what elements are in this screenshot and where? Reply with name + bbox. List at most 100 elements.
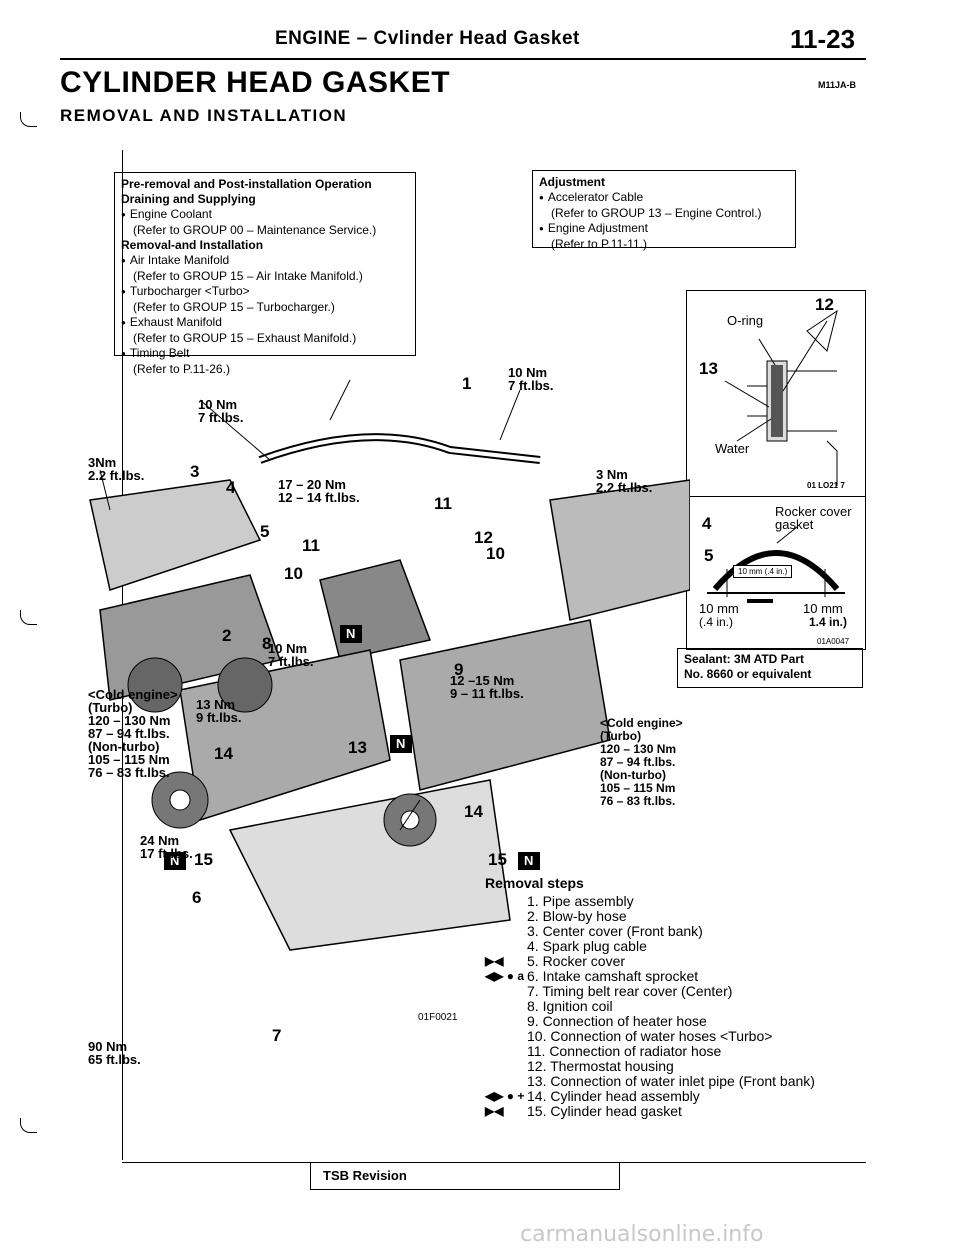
callout-number: 4 (702, 514, 712, 533)
rocker-inset-code: 01A0047 (817, 637, 850, 646)
step-text: 6. Intake camshaft sprocket (527, 968, 699, 984)
n-badge: N (396, 736, 406, 751)
callout-number: 11 (434, 494, 452, 513)
removal-step: ▶◀ 5. Rocker cover (485, 954, 865, 969)
binder-mark (20, 1118, 37, 1133)
exploded-engine-illustration (89, 379, 690, 951)
callout-number: 9 (454, 660, 464, 679)
binder-mark (20, 610, 37, 625)
removal-steps-title: Removal steps (485, 875, 584, 891)
callout-number: 14 (464, 802, 483, 821)
callout-12: 12 (815, 295, 834, 314)
inset-code: 01 LO21 7 (807, 481, 845, 490)
callout-number: 15 (488, 850, 507, 869)
callout-number: 3 (190, 462, 200, 481)
step-text: 5. Rocker cover (527, 953, 626, 969)
step-text: 10. Connection of water hoses <Turbo> (527, 1028, 773, 1044)
page-title: CYLINDER HEAD GASKET (60, 66, 451, 99)
callout-number: 5 (260, 522, 270, 541)
rocker-gasket-label: Rocker cover gasket (775, 504, 852, 532)
figure-code: 01F0021 (418, 1012, 458, 1023)
dim-right-in: 1.4 in.) (809, 615, 848, 629)
removal-step: 13. Connection of water inlet pipe (Fron… (485, 1074, 865, 1089)
callout-number: 10 (486, 544, 505, 563)
n-badge: N (524, 853, 534, 868)
removal-step: 4. Spark plug cable (485, 939, 865, 954)
removal-step: 10. Connection of water hoses <Turbo> (485, 1029, 865, 1044)
step-mark: ▶◀ (485, 954, 504, 968)
step-text: 1. Pipe assembly (527, 893, 634, 909)
dim-right: 10 mm (803, 601, 843, 616)
callout-number: 1 (462, 374, 472, 393)
section-title: ENGINE – Cvlinder Head Gasket (275, 28, 580, 49)
tsb-revision-box: TSB Revision (310, 1162, 620, 1190)
removal-step: ▶◀15. Cylinder head gasket (485, 1104, 865, 1119)
callout-number: 12 (474, 528, 493, 547)
n-badge: N (346, 626, 356, 641)
step-text: 12. Thermostat housing (527, 1058, 674, 1074)
step-mark: ◀▶ ● a (485, 969, 525, 983)
removal-step: 3. Center cover (Front bank) (485, 924, 865, 939)
removal-step: 11. Connection of radiator hose (485, 1044, 865, 1059)
callout-number: 13 (348, 738, 367, 757)
water-label: Water (715, 441, 750, 456)
step-text: 8. Ignition coil (527, 998, 613, 1014)
callout-13: 13 (699, 359, 718, 378)
removal-step: 9. Connection of heater hose (485, 1014, 865, 1029)
pre-removal-box: Pre-removal and Post-installation Operat… (114, 172, 416, 376)
binder-mark (20, 112, 37, 127)
callout-number: 5 (704, 546, 714, 565)
callout-number: 7 (272, 1026, 282, 1045)
watermark: carmanualsonline.info (520, 1222, 764, 1247)
inset-rocker-figure: Rocker cover gasket 10 mm (.4 in.) 10 mm… (686, 496, 866, 650)
oring-drawing (724, 309, 838, 486)
callout-number: 10 (284, 564, 303, 583)
page-number: 11-23 (790, 24, 856, 54)
removal-step: 8. Ignition coil (485, 999, 865, 1014)
page-subtitle: REMOVAL AND INSTALLATION (60, 106, 348, 125)
step-text: 11. Connection of radiator hose (527, 1043, 722, 1059)
callout-number: 11 (302, 536, 320, 555)
n-badge: N (170, 853, 180, 868)
removal-step: ◀▶ ● +14. Cylinder head assembly (485, 1089, 865, 1104)
step-text: 13. Connection of water inlet pipe (Fron… (527, 1073, 815, 1089)
callout-number: 4 (226, 478, 236, 497)
oring-label: O-ring (727, 313, 764, 328)
step-text: 2. Blow-by hose (527, 908, 627, 924)
callout-number: 2 (222, 626, 232, 645)
removal-step: 7. Timing belt rear cover (Center) (485, 984, 865, 999)
adjustment-box: Adjustment Accelerator Cable (Refer to G… (532, 170, 796, 251)
sealant-note: Sealant: 3M ATD Part No. 8660 or equival… (677, 648, 863, 688)
header-rule (60, 58, 866, 60)
dim-inner: 10 mm (.4 in.) (733, 565, 793, 578)
dim-left: 10 mm (699, 601, 739, 616)
step-mark: ▶◀ (485, 1104, 504, 1118)
rocker-gasket-drawing (707, 526, 845, 603)
callout-number: 6 (192, 888, 202, 907)
step-text: 14. Cylinder head assembly (527, 1088, 700, 1104)
step-text: 7. Timing belt rear cover (Center) (527, 983, 733, 999)
removal-step: 12. Thermostat housing (485, 1059, 865, 1074)
step-text: 4. Spark plug cable (527, 938, 647, 954)
step-text: 9. Connection of heater hose (527, 1013, 707, 1029)
step-text: 3. Center cover (Front bank) (527, 923, 703, 939)
inset-oring-figure: O-ring Water 12 13 01 LO21 7 (686, 290, 866, 498)
doc-code: M11JA-B (818, 80, 857, 90)
removal-step: 2. Blow-by hose (485, 909, 865, 924)
removal-step: 1. Pipe assembly (485, 894, 865, 909)
